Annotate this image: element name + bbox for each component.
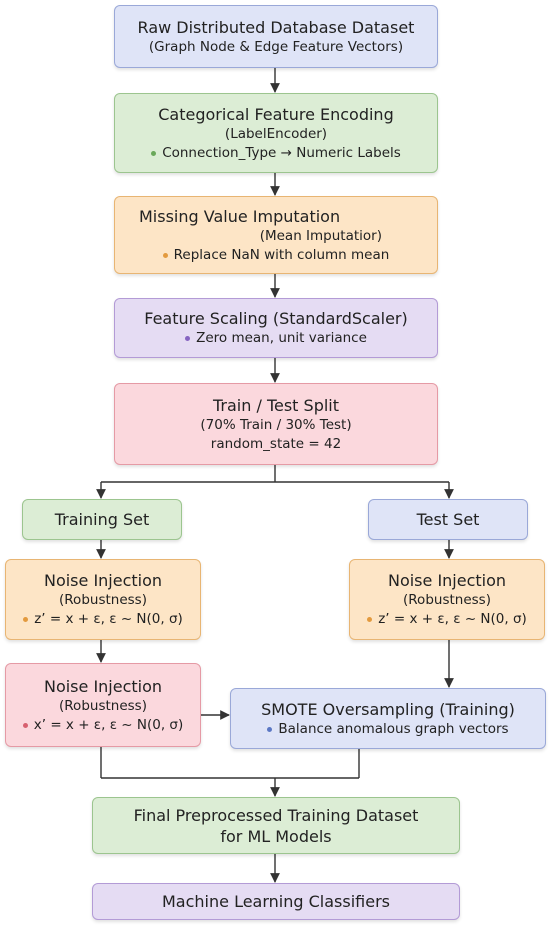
- node-title: SMOTE Oversampling (Training): [261, 699, 515, 719]
- node-title: Test Set: [416, 510, 480, 529]
- node-bullet: Balance anomalous graph vectors: [267, 720, 509, 739]
- node-ml-classifiers: Machine Learning Classifiers: [92, 883, 460, 920]
- node-title: Machine Learning Classifiers: [162, 892, 390, 911]
- node-feature-scaling: Feature Scaling (StandardScaler) Zero me…: [114, 298, 438, 358]
- bullet-dot-icon: [267, 726, 273, 732]
- node-title: Feature Scaling (StandardScaler): [144, 309, 408, 328]
- bullet-dot-icon: [185, 336, 191, 341]
- node-subtitle: (Robustness): [59, 697, 147, 714]
- node-raw-dataset: Raw Distributed Database Dataset (Graph …: [114, 5, 438, 68]
- node-subtitle: (Graph Node & Edge Feature Vectors): [148, 38, 404, 55]
- node-subtitle: (LabelEncoder): [224, 125, 328, 142]
- node-smote-oversampling: SMOTE Oversampling (Training) Balance an…: [230, 688, 546, 749]
- node-bullet: Connection_Type → Numeric Labels: [151, 144, 401, 163]
- node-title: Raw Distributed Database Dataset: [137, 17, 415, 37]
- node-title: Missing Value Imputation: [139, 206, 341, 226]
- node-final-dataset: Final Preprocessed Training Dataset for …: [92, 797, 460, 854]
- bullet-dot-icon: [151, 150, 157, 156]
- node-bullet: z’ = x + ε, ε ~ N(0, σ): [23, 610, 183, 629]
- node-title: Train / Test Split: [212, 395, 340, 415]
- node-title: Noise Injection: [387, 571, 507, 590]
- node-noise-injection-train-2: Noise Injection (Robustness) x’ = x + ε,…: [5, 663, 201, 747]
- node-subtitle: (Robustness): [59, 592, 147, 608]
- node-bullet: Zero mean, unit variance: [185, 329, 367, 348]
- node-noise-injection-test: Noise Injection (Robustness) z’ = x + ε,…: [349, 559, 545, 640]
- bullet-dot-icon: [23, 617, 29, 622]
- node-train-test-split: Train / Test Split (70% Train / 30% Test…: [114, 383, 438, 465]
- node-subtitle: (Mean Imputatior): [259, 227, 382, 244]
- node-title-2: for ML Models: [220, 826, 332, 846]
- node-missing-value-imputation: Missing Value Imputation (Mean Imputatio…: [114, 196, 438, 274]
- node-subtitle: (Robustness): [403, 592, 491, 608]
- node-subtitle-2: random_state = 42: [210, 435, 342, 452]
- node-bullet: z’ = x + ε, ε ~ N(0, σ): [367, 610, 527, 629]
- node-categorical-encoding: Categorical Feature Encoding (LabelEncod…: [114, 93, 438, 173]
- node-title: Categorical Feature Encoding: [158, 104, 394, 124]
- node-title: Training Set: [54, 510, 150, 529]
- node-test-set: Test Set: [368, 499, 528, 540]
- node-noise-injection-train: Noise Injection (Robustness) z’ = x + ε,…: [5, 559, 201, 640]
- bullet-dot-icon: [22, 722, 28, 728]
- bullet-dot-icon: [367, 617, 373, 622]
- node-bullet: x’ = x + ε, ε ~ N(0, σ): [22, 716, 183, 735]
- node-title: Noise Injection: [43, 571, 163, 590]
- node-subtitle: (70% Train / 30% Test): [200, 416, 352, 433]
- node-title: Noise Injection: [43, 676, 163, 696]
- node-training-set: Training Set: [22, 499, 182, 540]
- node-bullet: Replace NaN with column mean: [162, 246, 389, 265]
- node-title: Final Preprocessed Training Dataset: [133, 805, 419, 825]
- bullet-dot-icon: [162, 252, 168, 258]
